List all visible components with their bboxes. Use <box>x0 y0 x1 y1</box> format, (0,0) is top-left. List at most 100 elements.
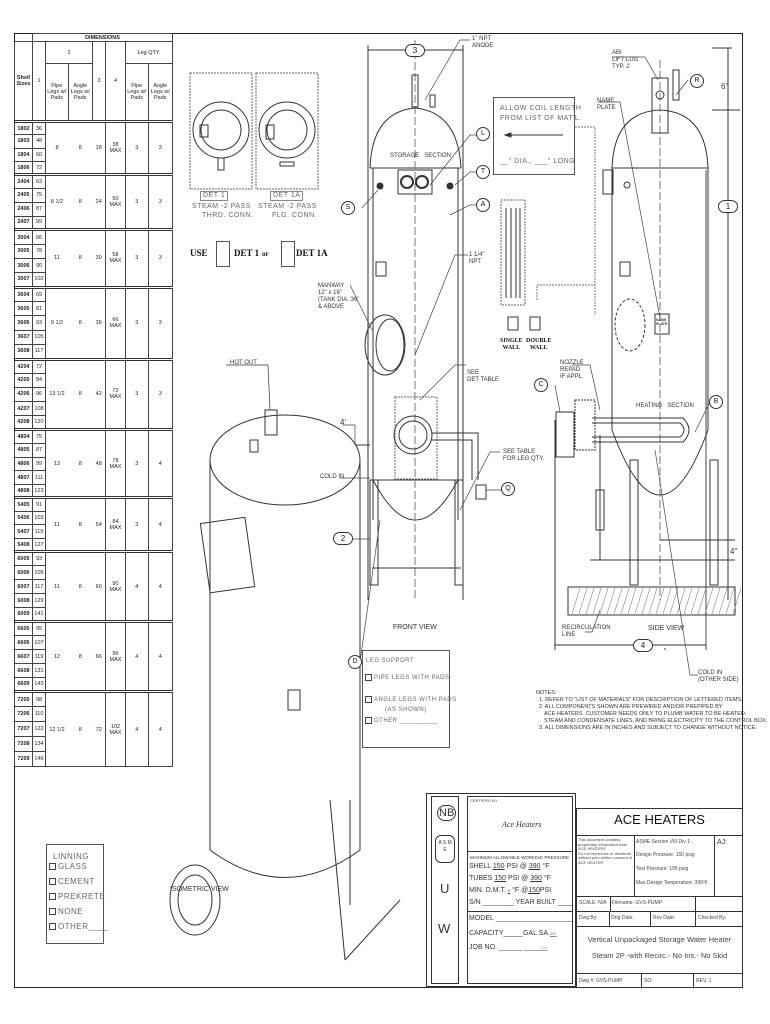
hatch-line <box>606 587 616 615</box>
checkbox[interactable] <box>365 717 372 724</box>
det1a-desc: STEAM -2 PASS <box>258 203 317 210</box>
design-pressure: Design Pressure: 150 psig <box>636 852 695 858</box>
capacity-sa[interactable]: 50F <box>549 931 557 936</box>
hatch-line <box>634 587 644 615</box>
single-wall-label: SINGLE WALL <box>500 338 523 351</box>
det1-checkbox[interactable] <box>216 241 230 267</box>
dim-1-value: 63 <box>32 174 46 189</box>
angle-legs-value: 8 <box>68 286 93 360</box>
hatch-line <box>690 587 700 615</box>
dim-4-value: 58 MAX <box>104 229 126 288</box>
pipe-legs-value: 8 1/2 <box>45 174 69 231</box>
checkbox[interactable] <box>49 923 56 931</box>
lining-option[interactable]: GLASS <box>49 862 87 871</box>
capacity-row: CAPACITY_____GAL SA.50F <box>469 930 557 938</box>
hatch-line <box>669 587 679 615</box>
side-view-title: SIDE VIEW <box>648 625 685 632</box>
psi-at: PSI @ <box>506 863 527 870</box>
drawing-desc-2: Steam 2P -with Recirc.- No Ins.- No Skid <box>591 951 728 960</box>
option-label: ANGLE LEGS WITH PADS <box>374 697 457 704</box>
ground-hatch <box>571 587 742 615</box>
lining-option[interactable]: NONE <box>49 907 83 916</box>
hatch-line <box>627 587 637 615</box>
certifier-name: Ace Heaters <box>502 820 542 829</box>
shell-psi[interactable]: 150 <box>492 863 505 870</box>
hatch-line <box>718 587 728 615</box>
legqty-angle-value: 4 <box>147 429 173 499</box>
mdmt-value[interactable]: 0 <box>507 888 511 893</box>
isometric-view <box>169 409 401 961</box>
storage-section-label: STORAGE SECTION <box>390 153 451 159</box>
checkbox[interactable] <box>49 863 56 871</box>
lining-option-label: NONE <box>58 907 84 916</box>
checkbox[interactable] <box>49 878 56 886</box>
note-2c: STEAM AND CONDENSATE LINES, AND BRING EL… <box>544 718 768 724</box>
psi-label: PSI <box>539 887 552 894</box>
drawing-desc-1: Vertical Unpackaged Storage Water Heater <box>587 935 732 944</box>
hatch-line <box>655 587 665 615</box>
tubes-temp[interactable]: 390 <box>530 875 542 882</box>
deg-f-at: °F @ <box>512 887 529 894</box>
lining-option[interactable]: CEMENT <box>49 877 95 886</box>
det1a-checkbox[interactable] <box>281 241 295 267</box>
checkbox[interactable] <box>365 674 372 681</box>
hatch-line <box>641 587 651 615</box>
tubes-label: TUBES <box>469 875 493 882</box>
legqty-angle-value: 4 <box>147 551 173 623</box>
lining-option-label: GLASS <box>58 862 88 871</box>
det1a-label: DET 1A <box>270 191 304 201</box>
test-pressure: Test Pressure: 195 psig <box>636 866 689 872</box>
callout-A: A <box>476 198 490 212</box>
checkbox[interactable] <box>365 696 372 703</box>
dim-2-bubble: 2 <box>333 532 353 545</box>
leg-option-other[interactable]: OTHER __________ <box>365 717 438 725</box>
legqty-angle-value: 4 <box>147 497 173 553</box>
callout-T: T <box>476 165 490 179</box>
stamp-column: NB A S M E U W <box>431 796 459 984</box>
hatch-line <box>725 587 735 615</box>
front-view-title: FRONT VIEW <box>393 624 437 631</box>
note-2: 2. ALL COMPONENTS SHOWN ARE PREWIRED AND… <box>539 704 723 710</box>
det1a-desc2: FLG. CONN. <box>272 212 318 219</box>
scale: SCALE: N/A <box>579 900 607 906</box>
lining-option[interactable]: PREKRETE <box>49 892 105 901</box>
shell-temp[interactable]: 390 <box>528 863 541 870</box>
pipe-legs-value: 12 1/2 <box>45 691 69 768</box>
manway-label: MANWAY 12" x 16" (TANK DIA. 36" & ABOVE <box>318 283 360 310</box>
leg-option-pipe[interactable]: PIPE LEGS WITH PADS <box>365 674 449 682</box>
dim-1-value: 91 <box>32 497 46 512</box>
leg-option-angle-note: (AS SHOWN) <box>385 707 427 713</box>
hatch-line <box>592 587 602 615</box>
leg-option-angle[interactable]: ANGLE LEGS WITH PADS <box>365 696 457 704</box>
det1-label: DET 1 <box>200 191 229 201</box>
lining-option-label: CEMENT <box>58 877 95 886</box>
tubes-psi[interactable]: 150 <box>494 875 506 882</box>
dim-1-value: 115 <box>32 524 46 539</box>
orig-date: Orig Date: <box>611 915 634 921</box>
checkbox[interactable] <box>49 908 56 916</box>
hatch-line <box>676 587 686 615</box>
leg-support-box: LEG SUPPORT PIPE LEGS WITH PADS ANGLE LE… <box>362 650 456 748</box>
checkbox[interactable] <box>49 893 56 901</box>
mdmt-psi[interactable]: 150 <box>528 887 540 894</box>
use-det1a: DET 1A <box>296 248 328 258</box>
mdmt-label: MIN. D.M.T. <box>469 887 506 894</box>
hatch-line <box>613 587 623 615</box>
dim-6in: 6" <box>721 82 729 91</box>
lining-option[interactable]: OTHER____ <box>49 922 108 931</box>
see-table-leg-qty: SEE TABLE FOR LEG QTY. <box>503 449 545 462</box>
